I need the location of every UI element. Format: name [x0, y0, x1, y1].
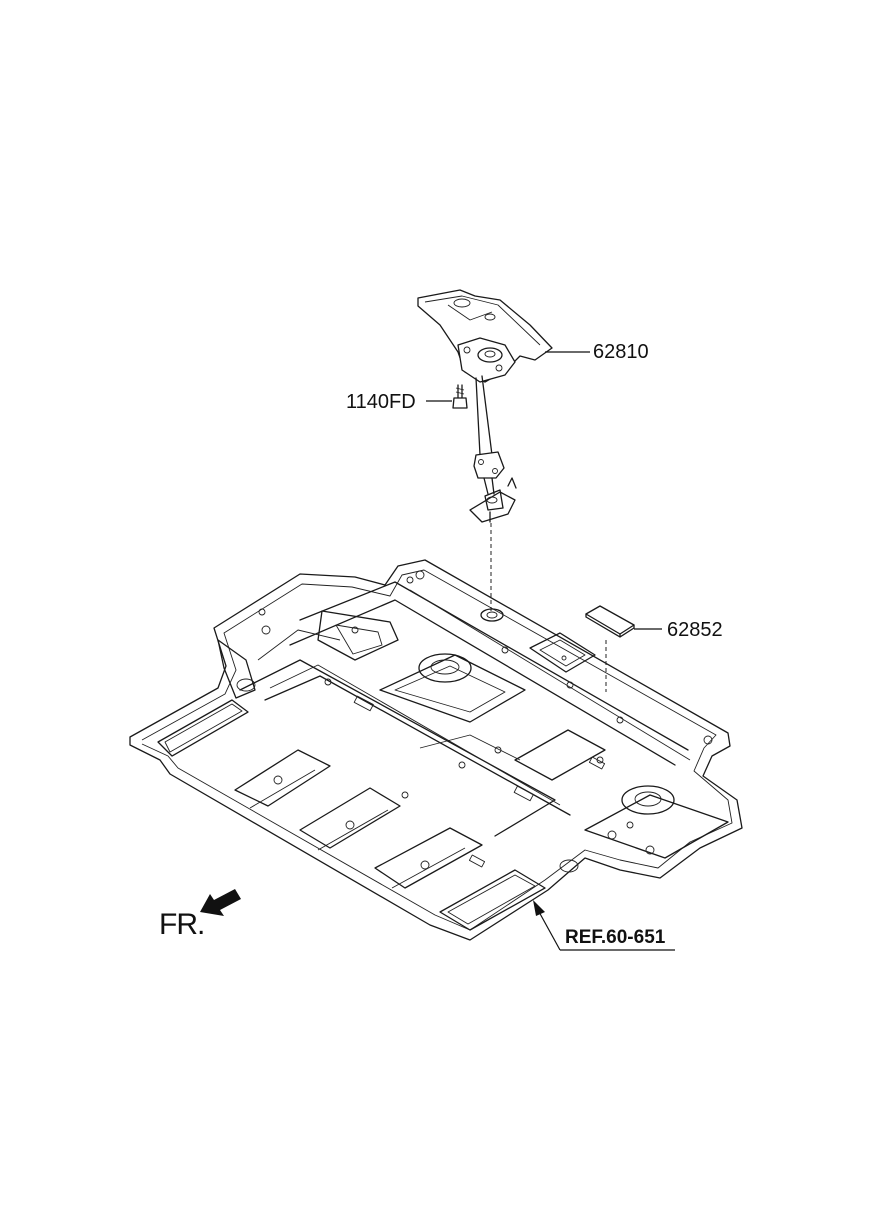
leader-lines — [426, 351, 675, 951]
reference-label: REF.60-651 — [565, 927, 666, 948]
part-label-62810: 62810 — [593, 341, 649, 363]
front-direction-label: FR. — [159, 908, 205, 941]
label-pad-drawing — [585, 605, 635, 692]
part-label-1140fd: 1140FD — [346, 391, 416, 413]
front-arrow-icon — [200, 889, 241, 916]
part-label-62852: 62852 — [667, 619, 723, 641]
carrier-assembly-drawing — [417, 289, 553, 612]
floor-panel — [129, 559, 743, 941]
bolt-drawing — [452, 384, 468, 409]
